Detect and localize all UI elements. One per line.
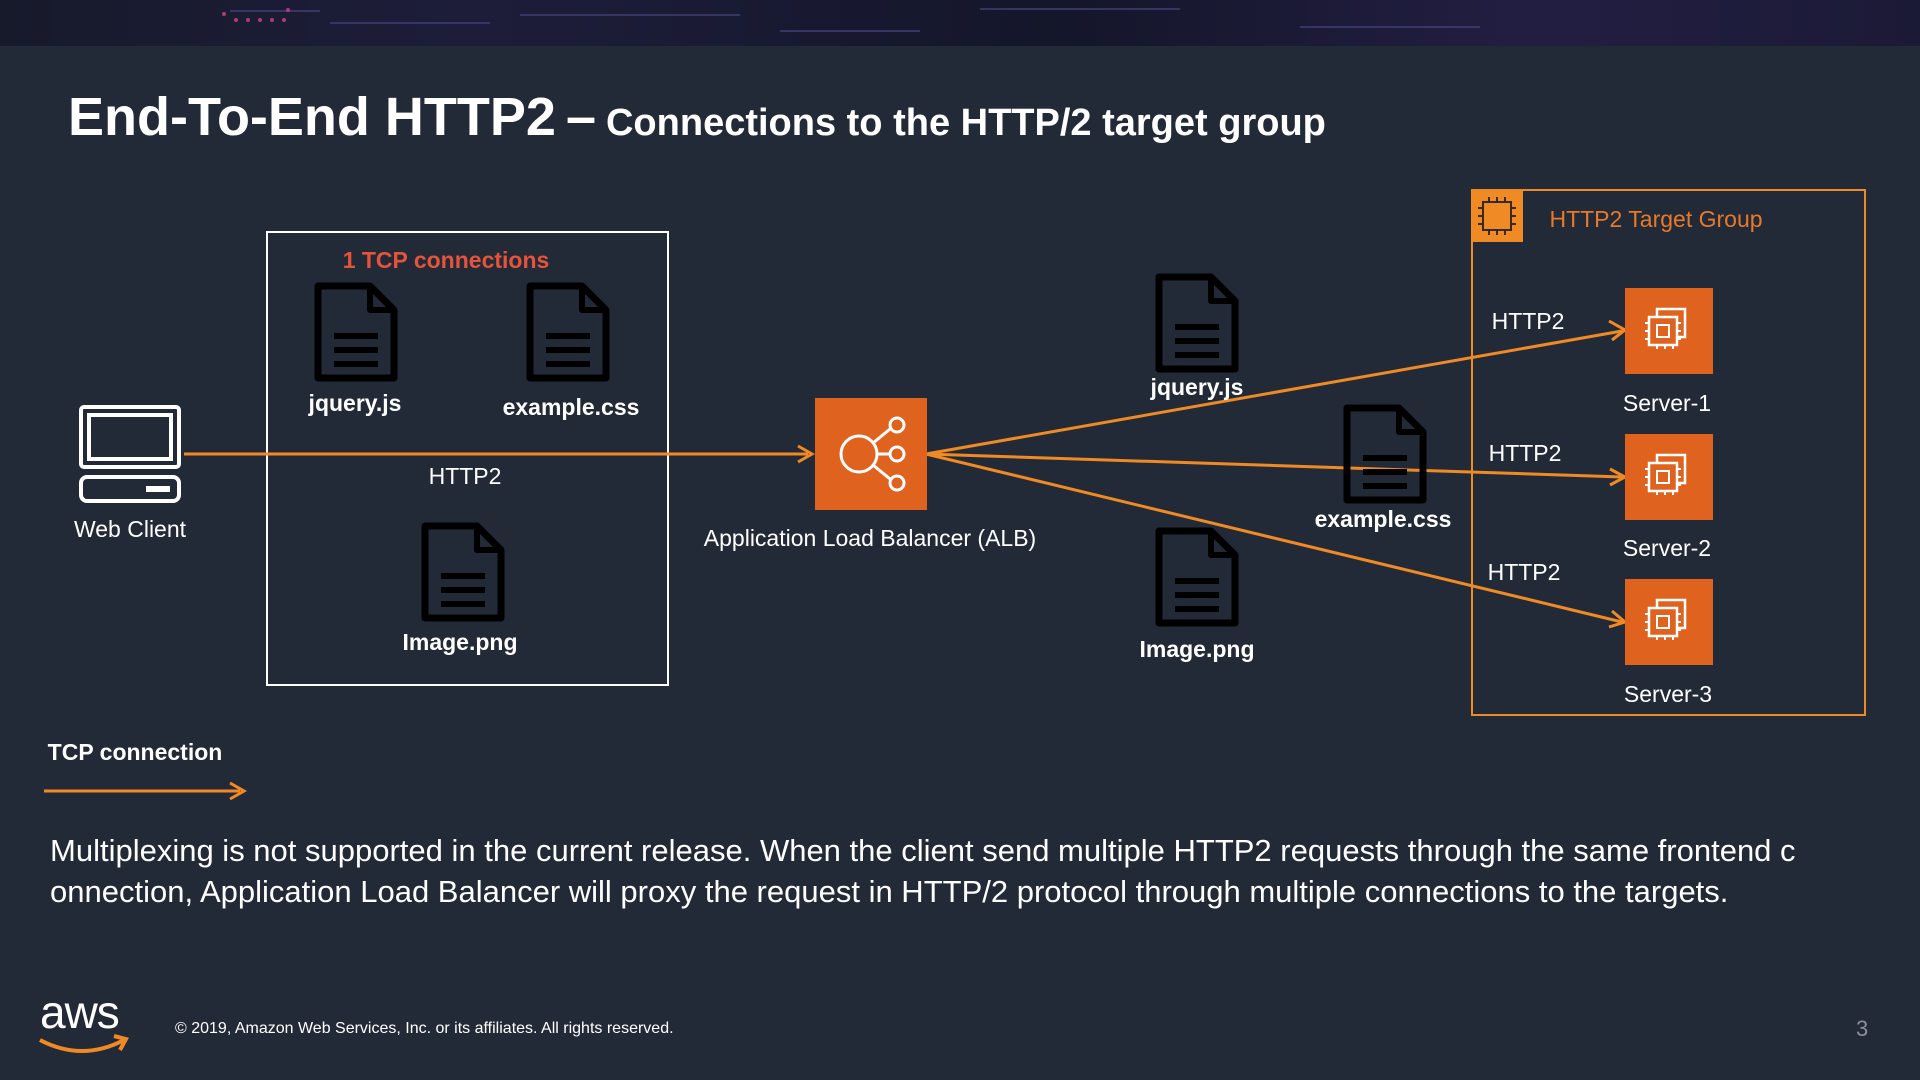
slide-title: End-To-End HTTP2–Connections to the HTTP… xyxy=(68,86,1326,148)
alb-to-server3-arrow xyxy=(925,452,1623,624)
target-group-title: HTTP2 Target Group xyxy=(1549,206,1763,232)
server-3-icon xyxy=(1623,577,1715,667)
middle-file-label-image-png: Image.png xyxy=(1139,636,1255,662)
client-to-alb-arrowhead xyxy=(797,444,816,464)
middle-file-label-jquery: jquery.js xyxy=(1150,374,1244,400)
aws-logo-arrow xyxy=(113,1034,129,1051)
file-label-jquery: jquery.js xyxy=(308,390,402,416)
file-icon-jquery-middle xyxy=(1159,277,1235,369)
file-icon-image-png-middle xyxy=(1159,531,1235,623)
target-group-chip-glyph xyxy=(1478,197,1516,235)
file-label-example-css: example.css xyxy=(502,394,640,420)
file-icon-jquery xyxy=(318,286,394,378)
file-icon-example-css-middle xyxy=(1347,408,1423,500)
server-3-label: Server-3 xyxy=(1623,681,1713,707)
alb-to-server2-arrow xyxy=(925,452,1623,479)
server-1-label: Server-1 xyxy=(1622,390,1712,416)
server-3-protocol: HTTP2 xyxy=(1487,559,1561,585)
alb-to-server1-arrow xyxy=(925,329,1623,456)
middle-file-label-example-css: example.css xyxy=(1314,506,1452,532)
copyright: © 2019, Amazon Web Services, Inc. or its… xyxy=(175,1020,674,1037)
file-label-image-png: Image.png xyxy=(402,629,518,655)
legend-label: TCP connection xyxy=(47,739,223,765)
file-icon-image-png xyxy=(425,526,501,618)
client-protocol-label: HTTP2 xyxy=(428,463,502,489)
server-2-protocol: HTTP2 xyxy=(1488,440,1562,466)
file-icon-example-css xyxy=(530,286,606,378)
server-1-icon xyxy=(1623,286,1715,376)
server-2-icon xyxy=(1623,432,1715,522)
legend-arrowhead xyxy=(229,781,248,801)
top-banner xyxy=(0,0,1920,46)
tcp-box-heading: 1 TCP connections xyxy=(342,247,550,273)
tcp-connection-box xyxy=(266,231,669,686)
server-2-label: Server-2 xyxy=(1622,535,1712,561)
web-client-label: Web Client xyxy=(73,516,187,542)
title-sub: Connections to the HTTP/2 target group xyxy=(605,102,1326,144)
target-group-box xyxy=(1471,189,1866,716)
load-balancer-icon xyxy=(815,398,927,510)
page-number: 3 xyxy=(1856,1016,1869,1041)
server-1-protocol: HTTP2 xyxy=(1491,308,1565,334)
body-text: Multiplexing is not supported in the cur… xyxy=(50,833,1796,909)
title-dash: – xyxy=(565,87,596,147)
laptop-icon xyxy=(79,405,181,503)
aws-logo: aws xyxy=(40,986,120,1038)
aws-logo-smile xyxy=(39,1038,125,1053)
alb-label: Application Load Balancer (ALB) xyxy=(703,525,1037,551)
title-main: End-To-End HTTP2 xyxy=(68,87,556,147)
